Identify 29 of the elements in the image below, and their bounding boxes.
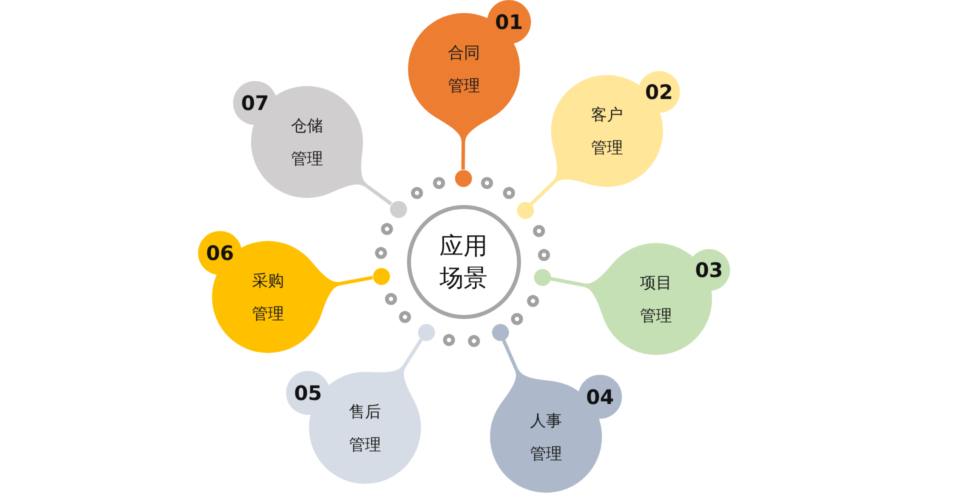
step-number: 07 xyxy=(241,92,269,114)
connector-line xyxy=(502,339,519,372)
step-number: 02 xyxy=(645,81,673,103)
hub-title: 应用场景 xyxy=(438,230,488,294)
node-title: 人事管理 xyxy=(529,410,563,465)
step-number: 01 xyxy=(495,11,523,33)
dot-icon xyxy=(418,324,434,340)
connector-line xyxy=(550,276,586,288)
node-title: 仓储管理 xyxy=(290,115,324,170)
dot-icon xyxy=(492,324,508,340)
connector-line xyxy=(364,183,392,206)
connector-line xyxy=(338,276,373,286)
dot-icon xyxy=(454,170,472,186)
connector-line xyxy=(530,180,556,206)
dot-icon xyxy=(390,200,406,218)
dot-icon xyxy=(372,268,390,284)
node-title: 采购管理 xyxy=(251,270,285,325)
connector-line xyxy=(402,338,423,368)
step-number: 06 xyxy=(206,242,234,264)
dot-icon xyxy=(534,268,550,286)
connector-line xyxy=(461,140,466,170)
node-title: 合同管理 xyxy=(447,42,481,97)
node-title: 客户管理 xyxy=(590,104,624,159)
step-number: 04 xyxy=(586,386,614,408)
step-number: 05 xyxy=(294,382,322,404)
node-title: 项目管理 xyxy=(639,272,673,327)
node-title: 售后管理 xyxy=(348,400,382,456)
dot-icon xyxy=(516,202,534,218)
step-number: 03 xyxy=(695,259,723,281)
